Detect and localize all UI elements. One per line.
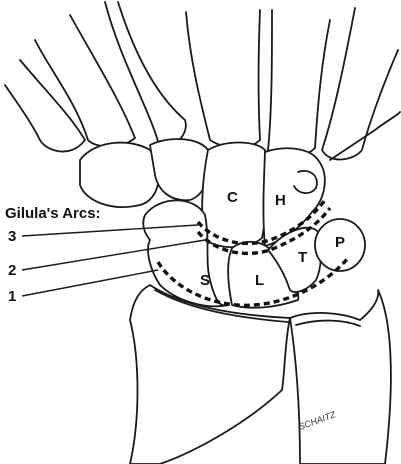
arc-label-3: 3 <box>8 228 16 245</box>
metacarpals <box>5 2 400 160</box>
pisiform-label: P <box>335 234 345 251</box>
trapezium-trapezoid <box>80 139 209 207</box>
ulna-bone <box>290 290 391 464</box>
diagram-title: Gilula's Arcs: <box>5 205 101 222</box>
scaphoid-label: S <box>200 272 210 289</box>
radius-bone <box>130 285 290 464</box>
triquetrum-label: T <box>298 249 307 266</box>
leader-line-1 <box>22 270 158 296</box>
capitate-label: C <box>227 189 238 206</box>
arc-label-1: 1 <box>8 288 16 305</box>
lunate-label: L <box>255 272 264 289</box>
arc-label-2: 2 <box>8 262 16 279</box>
hamate-label: H <box>275 192 286 209</box>
